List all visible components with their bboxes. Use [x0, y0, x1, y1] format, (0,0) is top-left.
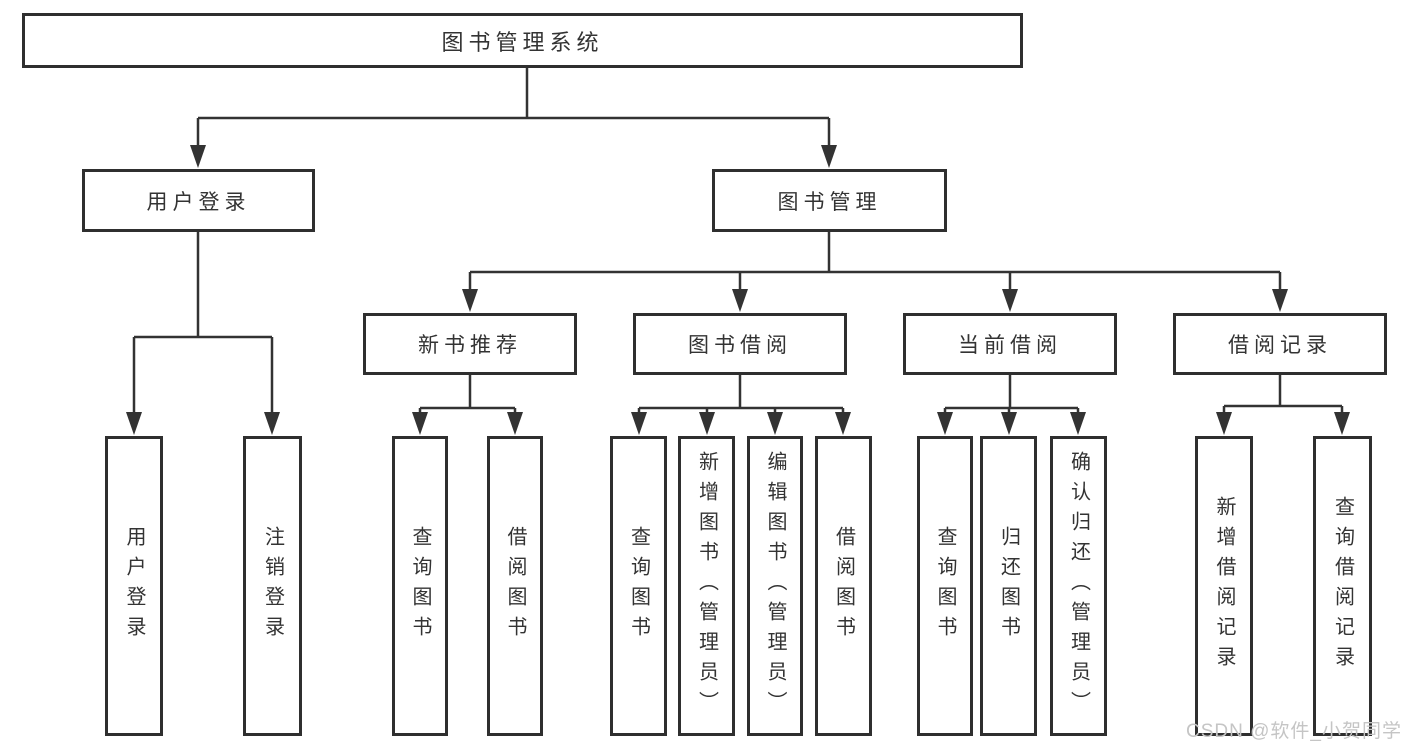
node-book-management-branch: 图书管理 [712, 169, 947, 232]
arrowhead-icon [462, 289, 478, 312]
leaf-query-borrow-record: 查询借阅记录 [1313, 436, 1372, 736]
arrowhead-icon [126, 412, 142, 435]
arrowhead-icon [732, 289, 748, 312]
leaf-borrow-books-recommend: 借阅图书 [487, 436, 543, 736]
arrowhead-icon [1334, 412, 1350, 435]
node-root-library-system: 图书管理系统 [22, 13, 1023, 68]
leaf-logout: 注销登录 [243, 436, 302, 736]
leaf-return-books: 归还图书 [980, 436, 1037, 736]
arrowhead-icon [767, 412, 783, 435]
arrowhead-icon [190, 145, 206, 168]
leaf-query-books-borrow: 查询图书 [610, 436, 667, 736]
node-borrow-records: 借阅记录 [1173, 313, 1387, 375]
arrowhead-icon [264, 412, 280, 435]
arrowhead-icon [821, 145, 837, 168]
node-user-login-branch: 用户登录 [82, 169, 315, 232]
leaf-query-books-current: 查询图书 [917, 436, 973, 736]
arrowhead-icon [1002, 289, 1018, 312]
node-book-borrow: 图书借阅 [633, 313, 847, 375]
leaf-edit-books-admin: 编辑图书（管理员） [747, 436, 803, 736]
leaf-borrow-books: 借阅图书 [815, 436, 872, 736]
node-new-book-recommend: 新书推荐 [363, 313, 577, 375]
arrowhead-icon [507, 412, 523, 435]
leaf-query-books-recommend: 查询图书 [392, 436, 448, 736]
connector-bookmgmt-to-level3 [468, 232, 1282, 293]
arrowhead-icon [835, 412, 851, 435]
arrowhead-icon [1001, 412, 1017, 435]
connector-newbooks-to-leaves [418, 375, 517, 416]
leaf-add-books-admin: 新增图书（管理员） [678, 436, 735, 736]
leaf-user-login: 用户登录 [105, 436, 163, 736]
connector-currentborrow-to-leaves [943, 375, 1080, 416]
connector-userlogin-to-leaves [132, 232, 274, 416]
arrowhead-icon [1216, 412, 1232, 435]
leaf-add-borrow-record: 新增借阅记录 [1195, 436, 1253, 736]
leaf-confirm-return-admin: 确认归还（管理员） [1050, 436, 1107, 736]
arrowhead-icon [699, 412, 715, 435]
arrowhead-icon [631, 412, 647, 435]
arrowhead-icon [1070, 412, 1086, 435]
csdn-watermark: CSDN @软件_小贺同学 [1186, 721, 1402, 742]
connector-bookborrow-to-leaves [637, 375, 845, 416]
arrowhead-icon [1272, 289, 1288, 312]
connector-root-to-level2 [196, 68, 831, 149]
arrowhead-icon [412, 412, 428, 435]
connector-borrowrecords-to-leaves [1222, 375, 1344, 416]
node-current-borrow: 当前借阅 [903, 313, 1117, 375]
arrowhead-icon [937, 412, 953, 435]
